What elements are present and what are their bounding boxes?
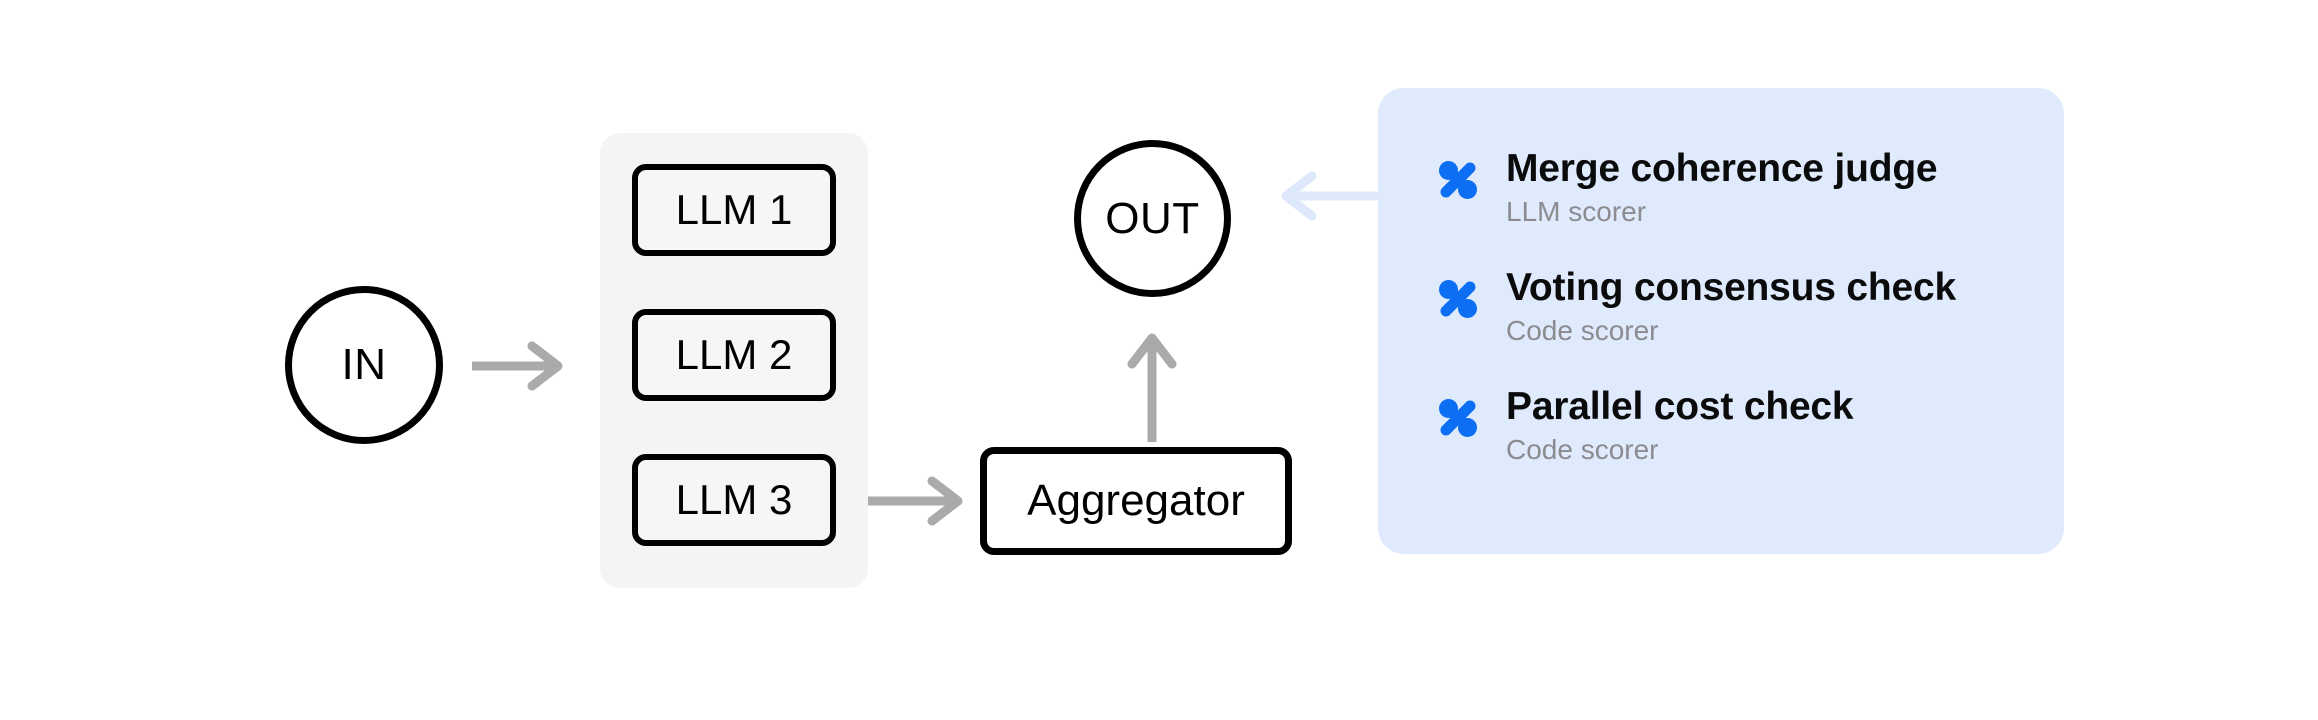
percent-scorer-icon — [1434, 275, 1482, 323]
node-aggregator[interactable]: Aggregator — [980, 447, 1292, 555]
arrow-aggregator-to-out — [1127, 333, 1177, 442]
llm-parallel-group: LLM 1 LLM 2 LLM 3 — [600, 133, 868, 588]
scorer-title: Voting consensus check — [1506, 266, 1957, 310]
node-input-label: IN — [341, 340, 387, 389]
llm-box-label: LLM 1 — [675, 186, 793, 233]
llm-box[interactable]: LLM 3 — [632, 454, 836, 546]
scorer-text-block: Parallel cost check Code scorer — [1506, 385, 1854, 467]
scorer-subtitle: Code scorer — [1506, 434, 1659, 466]
scorer-subtitle: Code scorer — [1506, 315, 1659, 347]
llm-box-label: LLM 3 — [675, 476, 793, 523]
scorer-title: Merge coherence judge — [1506, 147, 1938, 190]
llm-box[interactable]: LLM 2 — [632, 309, 836, 401]
llm-box[interactable]: LLM 1 — [632, 164, 836, 256]
llm-box-label: LLM 2 — [675, 331, 793, 378]
node-output[interactable]: OUT — [1074, 140, 1231, 297]
scorer-list-item[interactable]: Voting consensus check Code scorer — [1434, 266, 2064, 348]
percent-scorer-icon — [1434, 394, 1482, 442]
scorer-text-block: Voting consensus check Code scorer — [1506, 266, 1957, 348]
arrow-llm3-to-aggregator — [868, 476, 963, 526]
node-input[interactable]: IN — [285, 286, 443, 444]
scorer-list-item[interactable]: Merge coherence judge LLM scorer — [1434, 147, 2064, 229]
scorer-panel: Merge coherence judge LLM scorer Voting … — [1378, 88, 2064, 554]
scorer-list-item[interactable]: Parallel cost check Code scorer — [1434, 386, 2064, 467]
node-output-label: OUT — [1105, 193, 1200, 243]
scorer-subtitle: LLM scorer — [1506, 196, 1647, 228]
percent-scorer-icon — [1434, 156, 1482, 204]
arrow-scorers-to-out — [1281, 171, 1380, 221]
arrow-in-to-llm-group — [472, 341, 563, 391]
scorer-title: Parallel cost check — [1506, 385, 1854, 429]
node-aggregator-label: Aggregator — [1027, 476, 1245, 525]
scorer-text-block: Merge coherence judge LLM scorer — [1506, 147, 1938, 229]
